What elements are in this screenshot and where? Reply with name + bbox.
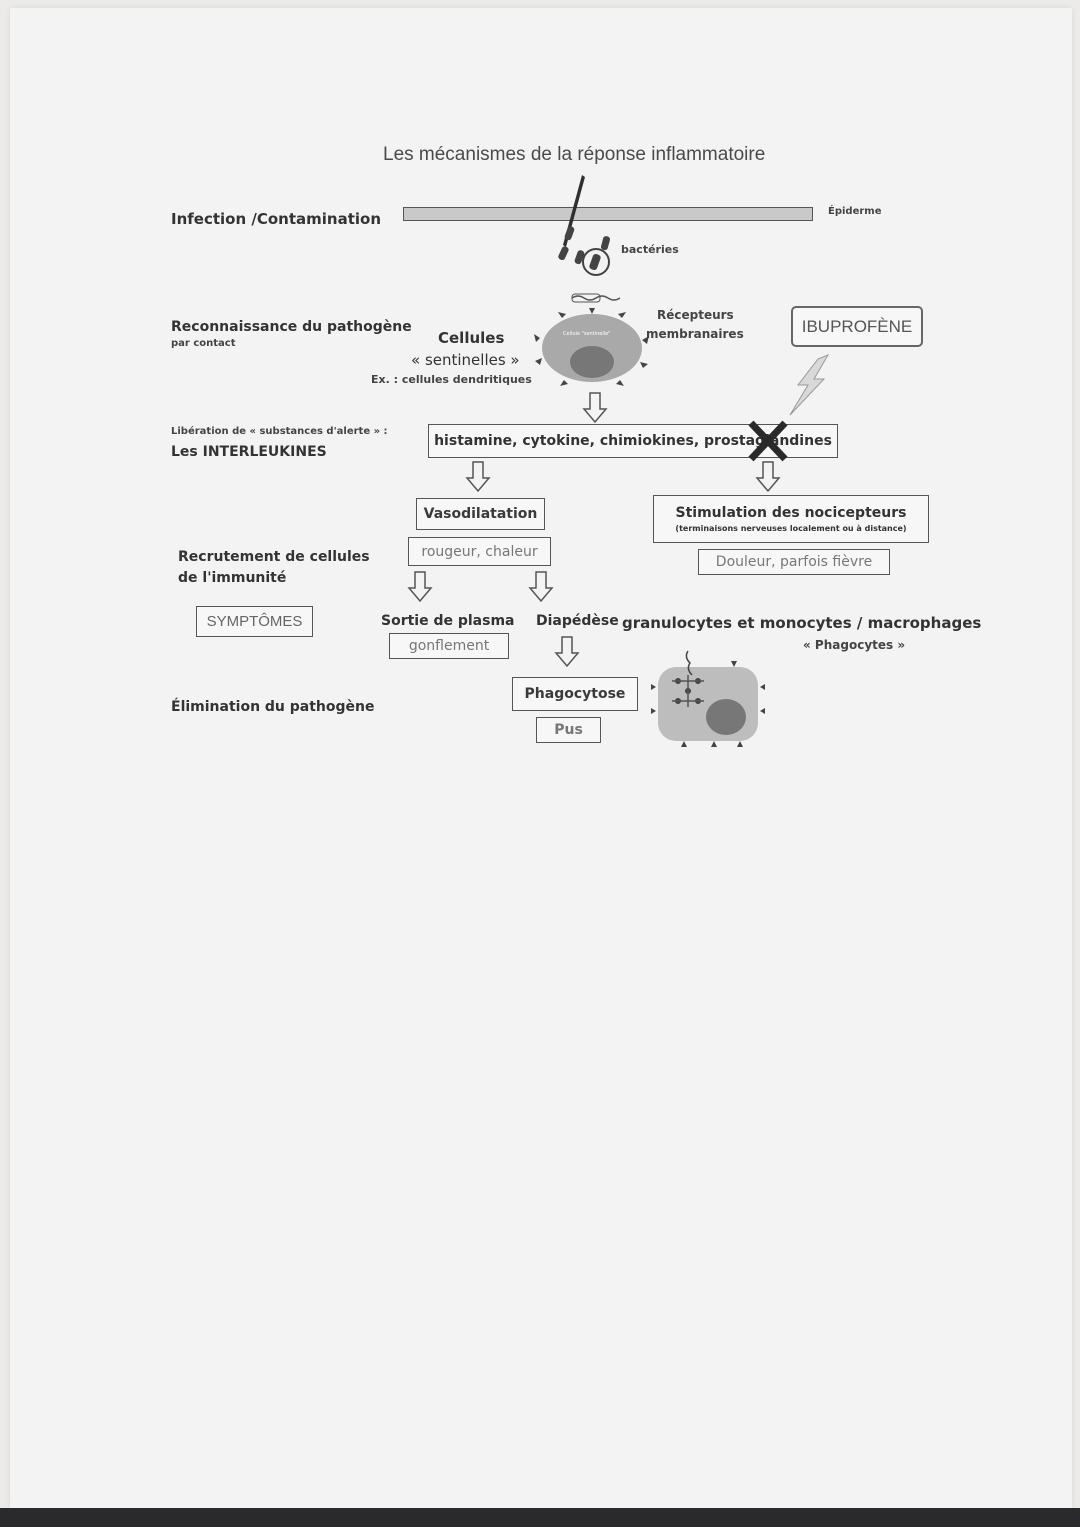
rougeur-box: rougeur, chaleur: [408, 537, 551, 566]
sentinel-cell-icon: [534, 293, 649, 386]
phagocyte-icon: [651, 650, 765, 747]
sentinelles-label: « sentinelles »: [411, 351, 520, 369]
sortie-plasma-label: Sortie de plasma: [381, 613, 515, 629]
row-reconnaissance: Reconnaissance du pathogène: [171, 319, 412, 335]
row-elimination: Élimination du pathogène: [171, 699, 375, 715]
row-recrutement-2: de l'immunité: [178, 570, 287, 586]
gonflement-box: gonflement: [389, 633, 509, 659]
lightning-icon: [789, 353, 830, 416]
recepteurs-label-2: membranaires: [646, 327, 744, 341]
down-arrow-icon: [465, 461, 491, 493]
down-arrow-icon: [755, 461, 781, 493]
diapedese-label: Diapédèse: [536, 613, 619, 629]
ibuprofene-box: IBUPROFÈNE: [791, 306, 923, 347]
granulocytes-label: granulocytes et monocytes / macrophages: [622, 614, 982, 632]
vasodilatation-box: Vasodilatation: [416, 498, 545, 530]
substances-box: histamine, cytokine, chimiokines, prosta…: [428, 424, 838, 458]
symptomes-box: SYMPTÔMES: [196, 606, 313, 637]
nocicepteurs-title: Stimulation des nocicepteurs: [675, 505, 907, 521]
pus-box: Pus: [536, 717, 601, 743]
phagocytose-box: Phagocytose: [512, 677, 638, 711]
cross-icon: [748, 420, 788, 462]
douleur-box: Douleur, parfois fièvre: [698, 549, 890, 575]
paper-sheet: [10, 8, 1072, 1508]
row-infection: Infection /Contamination: [171, 210, 381, 228]
down-arrow-icon: [407, 571, 433, 603]
bacteries-label: bactéries: [621, 243, 679, 256]
phagocytes-label: « Phagocytes »: [803, 638, 906, 652]
row-interleukines: Les INTERLEUKINES: [171, 444, 327, 460]
down-arrow-icon: [528, 571, 554, 603]
down-arrow-icon: [554, 636, 580, 668]
row-liberation: Libération de « substances d'alerte » :: [171, 426, 388, 437]
page-bottom-edge: [0, 1508, 1080, 1527]
page-title: Les mécanismes de la réponse inflammatoi…: [383, 144, 766, 165]
nocicepteurs-sub: (terminaisons nerveuses localement ou à …: [675, 524, 907, 533]
example-label: Ex. : cellules dendritiques: [371, 373, 532, 386]
recepteurs-label-1: Récepteurs: [657, 308, 734, 322]
down-arrow-icon: [582, 392, 608, 424]
cellules-label: Cellules: [438, 329, 505, 347]
cell-inner-label: Cellule "sentinelle": [563, 331, 611, 337]
nocicepteurs-box: Stimulation des nocicepteurs (terminaiso…: [653, 495, 929, 543]
row-reconnaissance-sub: par contact: [171, 338, 236, 349]
epidermis-bar: [403, 207, 813, 221]
epiderme-label: Épiderme: [828, 206, 882, 217]
row-recrutement-1: Recrutement de cellules: [178, 549, 370, 565]
bacteria-icon: [558, 226, 611, 276]
